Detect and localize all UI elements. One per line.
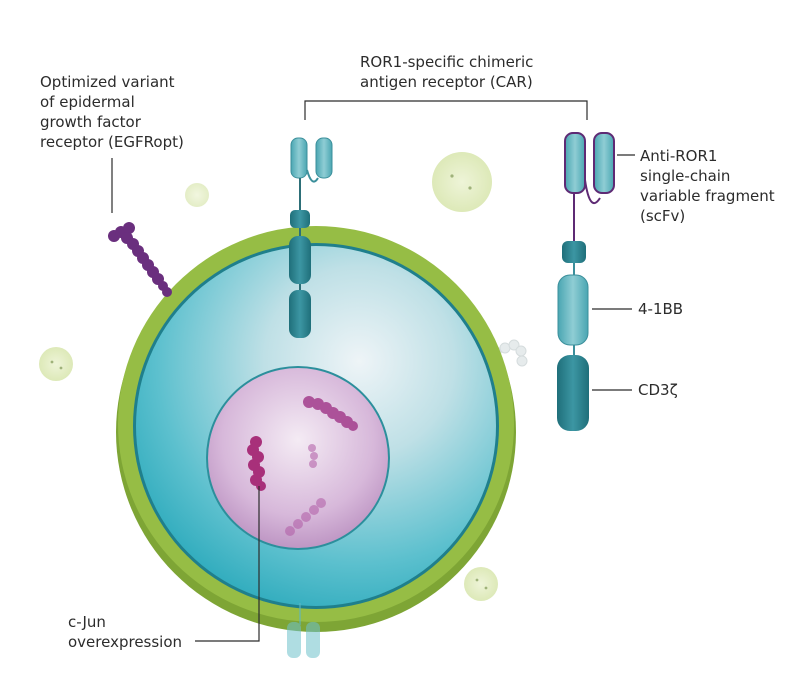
cd3z-label: CD3ζ: [638, 381, 678, 399]
scfv-label: Anti-ROR1 single-chain variable fragment…: [640, 147, 775, 225]
leader-lines: [111, 100, 635, 642]
car-on-membrane: [289, 137, 333, 338]
egfropt-label: Optimized variant of epidermal growth fa…: [40, 73, 184, 151]
car-faint: [287, 603, 320, 658]
background-cell: [464, 567, 498, 601]
cjun-leader: [195, 486, 260, 642]
cjun-label: c-Jun overexpression: [68, 613, 183, 651]
chromatin: [303, 396, 358, 431]
chromatin: [285, 444, 326, 536]
egfropt-protein: [108, 222, 172, 297]
background-cell: [185, 183, 209, 207]
car-schematic: [557, 132, 615, 431]
background-cell: [39, 347, 73, 381]
car-title-label: ROR1-specific chimeric antigen receptor …: [360, 53, 534, 91]
background-cell: [432, 152, 492, 212]
car-title-bracket: [304, 100, 588, 120]
41bb-label: 4-1BB: [638, 300, 684, 318]
